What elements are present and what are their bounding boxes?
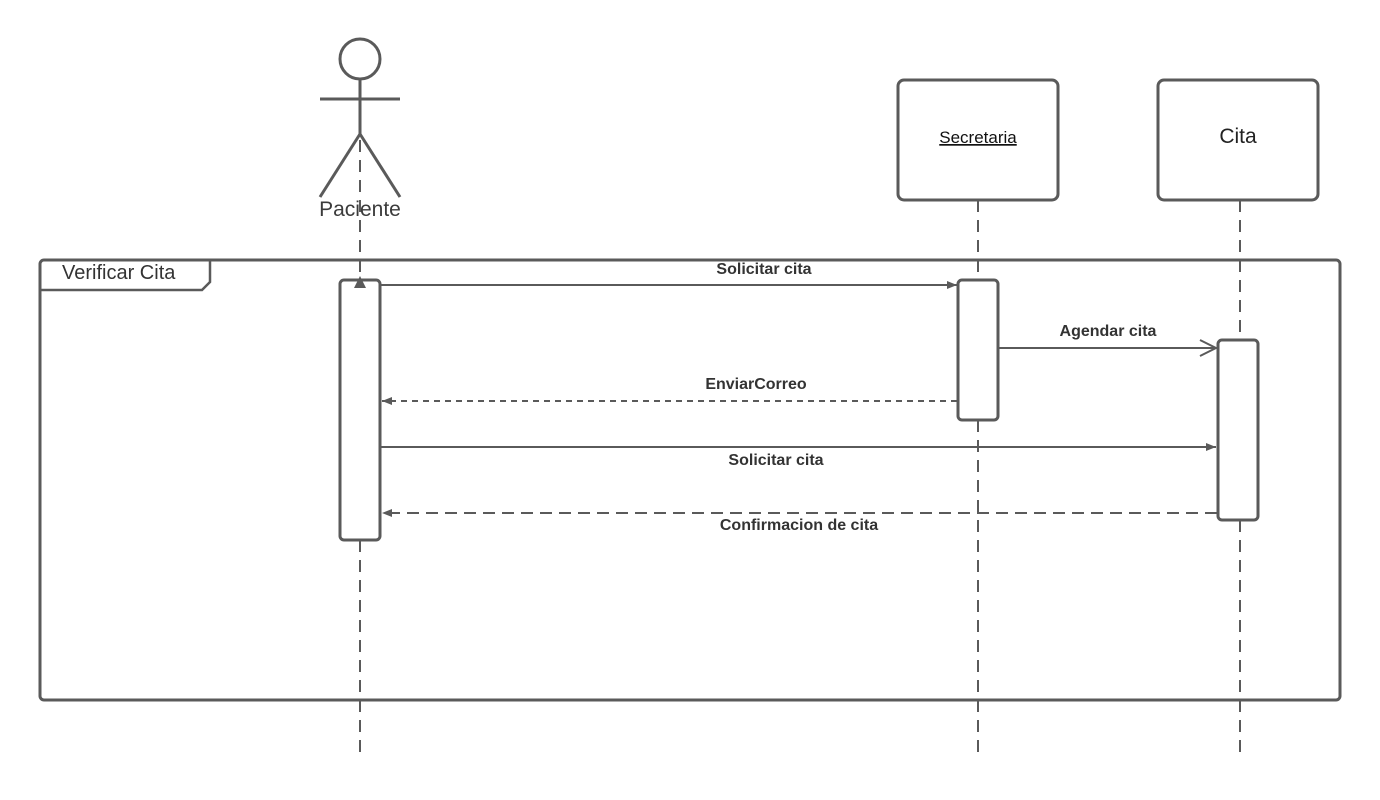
actor-head bbox=[338, 37, 382, 81]
message-label: EnviarCorreo bbox=[705, 376, 807, 393]
actor-leg-left bbox=[318, 133, 362, 198]
object-secretaria: Secretaria bbox=[896, 78, 1060, 202]
open-arrowhead-icon bbox=[1199, 339, 1219, 357]
object-box-cita bbox=[1156, 78, 1320, 202]
message-label: Agendar cita bbox=[1060, 323, 1157, 340]
message-solicitar-cita-2: Solicitar cita bbox=[381, 443, 1216, 469]
message-label: Solicitar cita bbox=[716, 261, 811, 278]
actor-leg-right bbox=[358, 133, 402, 198]
object-box-secretaria bbox=[896, 78, 1060, 202]
message-enviar-correo: EnviarCorreo bbox=[382, 376, 957, 405]
message-label: Confirmacion de cita bbox=[720, 517, 878, 534]
message-agendar-cita: Agendar cita bbox=[999, 323, 1219, 357]
object-label-secretaria: Secretaria bbox=[939, 128, 1017, 147]
activation-cita bbox=[1216, 338, 1260, 522]
actor-paciente: Paciente bbox=[318, 37, 402, 221]
frame-verificar-cita: Verificar Cita bbox=[38, 258, 1342, 702]
frame-border bbox=[38, 258, 1342, 702]
message-confirmacion-de-cita: Confirmacion de cita bbox=[382, 509, 1217, 534]
activation-paciente bbox=[338, 278, 382, 542]
message-solicitar-cita-1: Solicitar cita bbox=[381, 261, 957, 289]
frame-label-tab bbox=[40, 260, 212, 292]
lifeline-arrowhead-icon bbox=[354, 276, 366, 288]
actor-label-paciente: Paciente bbox=[319, 198, 401, 221]
message-label: Solicitar cita bbox=[728, 452, 823, 469]
activation-secretaria bbox=[956, 278, 1000, 422]
object-label-cita: Cita bbox=[1219, 125, 1257, 148]
frame-label: Verificar Cita bbox=[62, 262, 176, 284]
object-cita: Cita bbox=[1156, 78, 1320, 202]
